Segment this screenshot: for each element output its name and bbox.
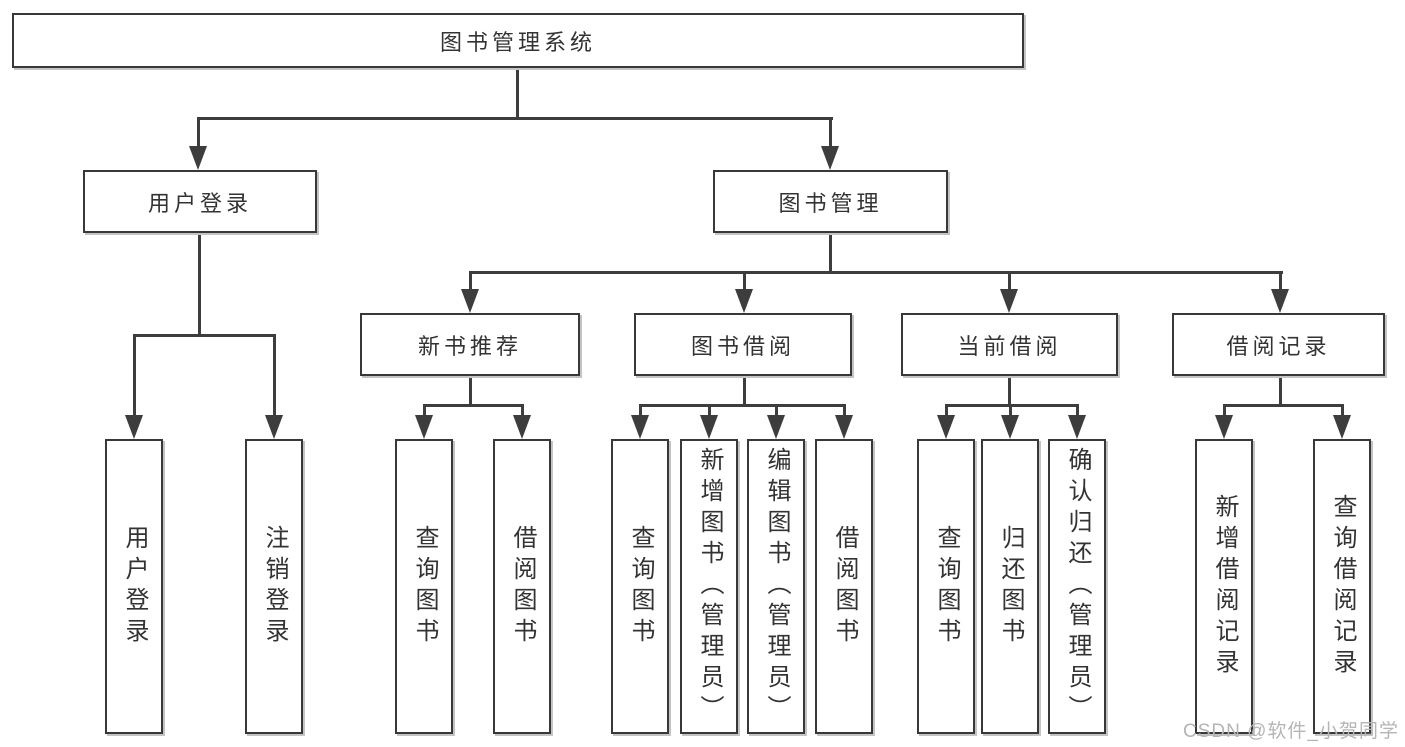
leaf-borrow-books-recommend: 借阅图书	[493, 439, 551, 734]
arrow-down-icon	[937, 415, 955, 439]
node-book-management: 图书管理	[713, 170, 948, 233]
arrow-down-icon	[1333, 415, 1351, 439]
leaf-query-books-recommend: 查询图书	[395, 439, 453, 734]
node-current-borrowing: 当前借阅	[901, 313, 1118, 376]
node-label: 借阅记录	[1226, 333, 1331, 359]
connector-book-borrowing-bus	[639, 404, 845, 407]
arrow-down-icon	[125, 415, 143, 439]
connector-drop-leaf	[775, 404, 778, 418]
connector-drop-leaf	[521, 404, 524, 418]
connector-root-vertical	[516, 66, 519, 118]
connector-drop-leaf	[423, 404, 426, 418]
arrow-down-icon	[461, 289, 479, 313]
connector-book-management-bus	[469, 271, 1283, 274]
connector-drop-book-management	[829, 117, 832, 150]
arrow-down-icon	[735, 289, 753, 313]
leaf-logout-login: 注销登录	[245, 439, 303, 734]
connector-drop-current-borrowing	[1008, 271, 1011, 292]
connector-drop-leaf	[133, 334, 136, 417]
connector-borrowing-records-vertical	[1279, 376, 1282, 407]
node-label: 图书管理	[778, 190, 883, 216]
arrow-down-icon	[821, 146, 839, 170]
connector-drop-borrowing-records	[1279, 271, 1282, 292]
leaf-query-books-current: 查询图书	[917, 439, 975, 734]
leaf-borrow-books: 借阅图书	[815, 439, 873, 734]
connector-drop-user-login	[197, 117, 200, 150]
connector-drop-leaf	[1223, 404, 1226, 418]
connector-drop-leaf	[843, 404, 846, 418]
leaf-label: 用户登录	[121, 524, 148, 649]
connector-drop-leaf	[1341, 404, 1344, 418]
connector-current-borrowing-bus	[945, 404, 1079, 407]
arrow-down-icon	[631, 415, 649, 439]
leaf-label: 查询借阅记录	[1329, 493, 1356, 680]
connector-drop-leaf	[1076, 404, 1079, 418]
node-label: 新书推荐	[417, 333, 522, 359]
leaf-label: 确认归还（管理员）	[1064, 447, 1091, 726]
leaf-label: 编辑图书（管理员）	[763, 447, 790, 726]
arrow-down-icon	[835, 415, 853, 439]
arrow-down-icon	[1271, 289, 1289, 313]
leaf-query-books-borrowing: 查询图书	[611, 439, 669, 734]
arrow-down-icon	[513, 415, 531, 439]
watermark: CSDN @软件_小贺同学	[1183, 721, 1399, 742]
leaf-label: 查询图书	[627, 524, 654, 649]
connector-current-borrowing-vertical	[1008, 376, 1011, 407]
leaf-label: 借阅图书	[509, 524, 536, 649]
connector-drop-new-book	[469, 271, 472, 292]
leaf-label: 新增借阅记录	[1211, 493, 1238, 680]
leaf-query-borrowing-record: 查询借阅记录	[1313, 439, 1371, 734]
arrow-down-icon	[767, 415, 785, 439]
connector-root-bus	[197, 117, 833, 120]
leaf-edit-books-admin: 编辑图书（管理员）	[747, 439, 805, 734]
connector-borrowing-records-bus	[1223, 404, 1343, 407]
leaf-label: 归还图书	[997, 524, 1024, 649]
node-new-book-recommendation: 新书推荐	[360, 313, 580, 376]
leaf-confirm-return-admin: 确认归还（管理员）	[1048, 439, 1106, 734]
leaf-label: 注销登录	[261, 524, 288, 649]
connector-new-book-bus	[423, 404, 524, 407]
node-book-borrowing: 图书借阅	[634, 313, 852, 376]
arrow-down-icon	[1068, 415, 1086, 439]
node-label: 当前借阅	[957, 333, 1062, 359]
node-library-management-system: 图书管理系统	[12, 13, 1024, 68]
arrow-down-icon	[265, 415, 283, 439]
arrow-down-icon	[189, 146, 207, 170]
arrow-down-icon	[1000, 289, 1018, 313]
leaf-label: 查询图书	[411, 524, 438, 649]
leaf-label: 借阅图书	[831, 524, 858, 649]
leaf-return-books: 归还图书	[981, 439, 1039, 734]
leaf-label: 查询图书	[933, 524, 960, 649]
arrow-down-icon	[1001, 415, 1019, 439]
node-user-login: 用户登录	[83, 170, 317, 233]
connector-drop-leaf	[945, 404, 948, 418]
leaf-label: 新增图书（管理员）	[696, 447, 723, 726]
connector-drop-leaf	[1009, 404, 1012, 418]
leaf-add-books-admin: 新增图书（管理员）	[680, 439, 738, 734]
node-label: 用户登录	[147, 190, 252, 216]
connector-drop-leaf	[708, 404, 711, 418]
arrow-down-icon	[415, 415, 433, 439]
leaf-add-borrowing-record: 新增借阅记录	[1195, 439, 1253, 734]
connector-book-borrowing-vertical	[743, 376, 746, 407]
connector-drop-leaf	[639, 404, 642, 418]
connector-book-management-vertical	[829, 233, 832, 274]
connector-drop-book-borrowing	[743, 271, 746, 292]
node-label: 图书管理系统	[439, 29, 596, 55]
node-borrowing-records: 借阅记录	[1172, 313, 1385, 376]
arrow-down-icon	[700, 415, 718, 439]
node-label: 图书借阅	[690, 333, 795, 359]
leaf-user-login: 用户登录	[105, 439, 163, 734]
connector-user-login-vertical	[198, 233, 201, 337]
connector-user-login-bus	[133, 334, 276, 337]
connector-new-book-vertical	[469, 376, 472, 407]
connector-drop-leaf	[273, 334, 276, 417]
arrow-down-icon	[1215, 415, 1233, 439]
